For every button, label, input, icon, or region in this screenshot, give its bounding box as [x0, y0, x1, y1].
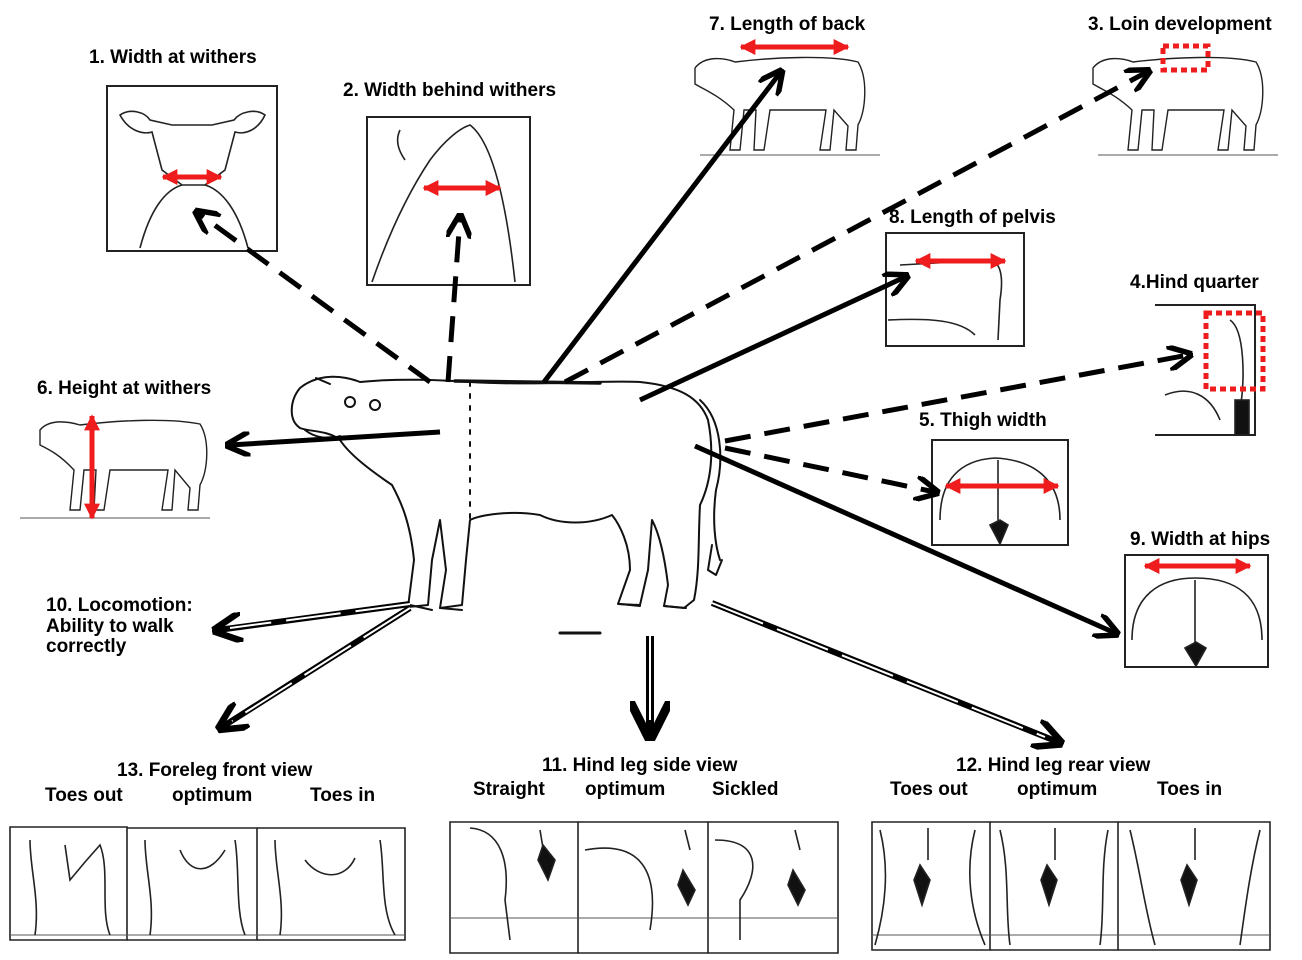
label-height-at-withers: 6. Height at withers: [37, 378, 211, 400]
arrow-to-hindleg-rear-view: [712, 603, 1058, 742]
hindleg-rear-view-toes-out: Toes out: [890, 779, 968, 801]
hindleg-rear-panels: [872, 822, 1270, 950]
foreleg-view-toes-in: Toes in: [310, 785, 375, 807]
central-cow-illustration: [292, 377, 722, 633]
label-width-behind-withers: 2. Width behind withers: [343, 80, 556, 102]
arrow-to-width-at-withers: [198, 213, 430, 382]
arrow-to-width-behind-withers: [448, 218, 460, 382]
label-hind-quarter: 4.Hind quarter: [1130, 272, 1259, 294]
small-cow-length-of-back: [695, 57, 880, 155]
connector-arrows: [198, 72, 1188, 742]
box-thigh-width: [932, 440, 1068, 545]
arrow-to-length-of-back: [544, 73, 780, 382]
hindleg-side-view-optimum: optimum: [585, 779, 665, 801]
hindleg-side-view-straight: Straight: [473, 779, 545, 801]
label-thigh-width: 5. Thigh width: [919, 410, 1047, 432]
hindleg-side-view-sickled: Sickled: [712, 779, 779, 801]
arrow-to-height-at-withers: [230, 432, 440, 445]
foreleg-panels: [10, 827, 405, 940]
arrow-to-thigh-width: [725, 448, 935, 492]
label-length-of-back: 7. Length of back: [709, 14, 865, 36]
hindleg-rear-view-optimum: optimum: [1017, 779, 1097, 801]
box-width-at-hips: [1125, 555, 1268, 667]
box-width-at-withers: [107, 86, 277, 251]
hindleg-side-panels: [450, 822, 838, 953]
label-hindleg-side-view: 11. Hind leg side view: [542, 755, 737, 777]
label-hindleg-rear-view: 12. Hind leg rear view: [956, 755, 1150, 777]
label-width-at-hips: 9. Width at hips: [1130, 529, 1270, 551]
label-loin-development: 3. Loin development: [1088, 14, 1272, 36]
arrow-to-length-of-pelvis: [640, 277, 905, 400]
small-cow-height-at-withers: [20, 420, 210, 518]
label-length-of-pelvis: 8. Length of pelvis: [889, 207, 1056, 229]
box-length-of-pelvis: [886, 233, 1024, 346]
label-foreleg-front-view: 13. Foreleg front view: [117, 760, 312, 782]
red-measure-markers: [92, 46, 1263, 566]
box-width-behind-withers: [367, 117, 530, 285]
label-locomotion: 10. Locomotion: Ability to walk correctl…: [46, 596, 193, 658]
arrow-to-loin-development: [565, 72, 1147, 382]
foreleg-view-toes-out: Toes out: [45, 785, 123, 807]
foreleg-view-optimum: optimum: [172, 785, 252, 807]
arrow-to-width-at-hips: [695, 446, 1115, 633]
label-width-at-withers: 1. Width at withers: [89, 47, 257, 69]
hindleg-rear-view-toes-in: Toes in: [1157, 779, 1222, 801]
